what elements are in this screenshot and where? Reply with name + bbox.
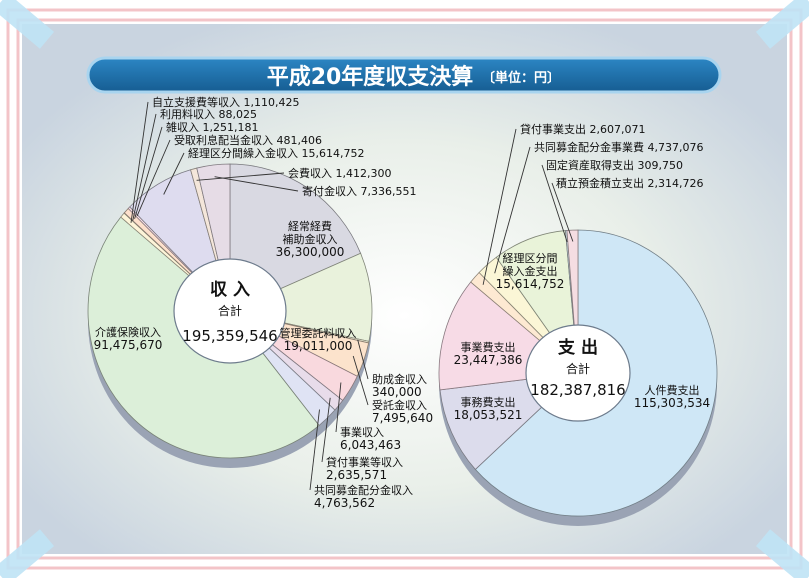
slice-label: 経理区分間繰入金収入 15,614,752	[188, 146, 364, 160]
slice-label: 固定資産取得支出 309,750	[546, 158, 683, 172]
center-hole	[173, 258, 287, 364]
leader-line	[357, 339, 369, 380]
leader-line	[136, 139, 171, 217]
slice-label: 会費収入 1,412,300	[288, 166, 391, 180]
pink-frame-inner	[16, 18, 793, 560]
leader-line	[482, 128, 517, 285]
unit-label: 〔単位：円〕	[482, 70, 560, 86]
tape-top-left-icon	[0, 0, 55, 49]
slice-label: 雑収入 1,251,181	[166, 120, 258, 134]
leader-line	[309, 409, 320, 491]
tape-top-right-icon	[755, 0, 809, 49]
leader-line	[214, 176, 299, 192]
leader-line	[132, 113, 157, 221]
slice-label: 積立預金積立支出 2,314,726	[556, 176, 703, 190]
total-value: 195,359,546	[182, 327, 277, 345]
page-title: 平成20年度収支決算	[267, 64, 474, 90]
total-value: 182,387,816	[530, 381, 625, 399]
center-hole	[525, 324, 631, 422]
leader-line	[321, 397, 331, 463]
leader-line	[352, 355, 369, 406]
center-label: 支 出	[558, 337, 598, 358]
slice-label: 利用料収入 88,025	[160, 107, 257, 121]
total-label: 合計	[566, 361, 590, 376]
leader-line	[134, 126, 163, 219]
tape-bottom-right-icon	[755, 529, 809, 582]
leader-line	[494, 146, 531, 274]
center-label: 収 入	[210, 280, 250, 300]
leader-line	[196, 172, 285, 181]
total-label: 合計	[218, 303, 242, 318]
leader-line	[335, 382, 342, 433]
pink-frame	[6, 8, 803, 570]
slice-label: 寄付金収入 7,336,551	[302, 184, 416, 198]
tape-bottom-left-icon	[0, 529, 55, 582]
slice-label: 自立支援費等収入 1,110,425	[152, 95, 299, 109]
slice-label: 共同募金配分金事業費 4,737,076	[534, 140, 703, 154]
title-banner	[86, 56, 722, 94]
slice-label: 貸付事業支出 2,607,071	[520, 122, 645, 136]
pie-slice	[228, 252, 373, 342]
leader-line	[541, 164, 568, 243]
leader-line	[163, 152, 185, 195]
leader-line	[130, 101, 149, 223]
slice-label: 受取利息配当金収入 481,406	[174, 133, 322, 147]
leader-line	[551, 182, 574, 242]
